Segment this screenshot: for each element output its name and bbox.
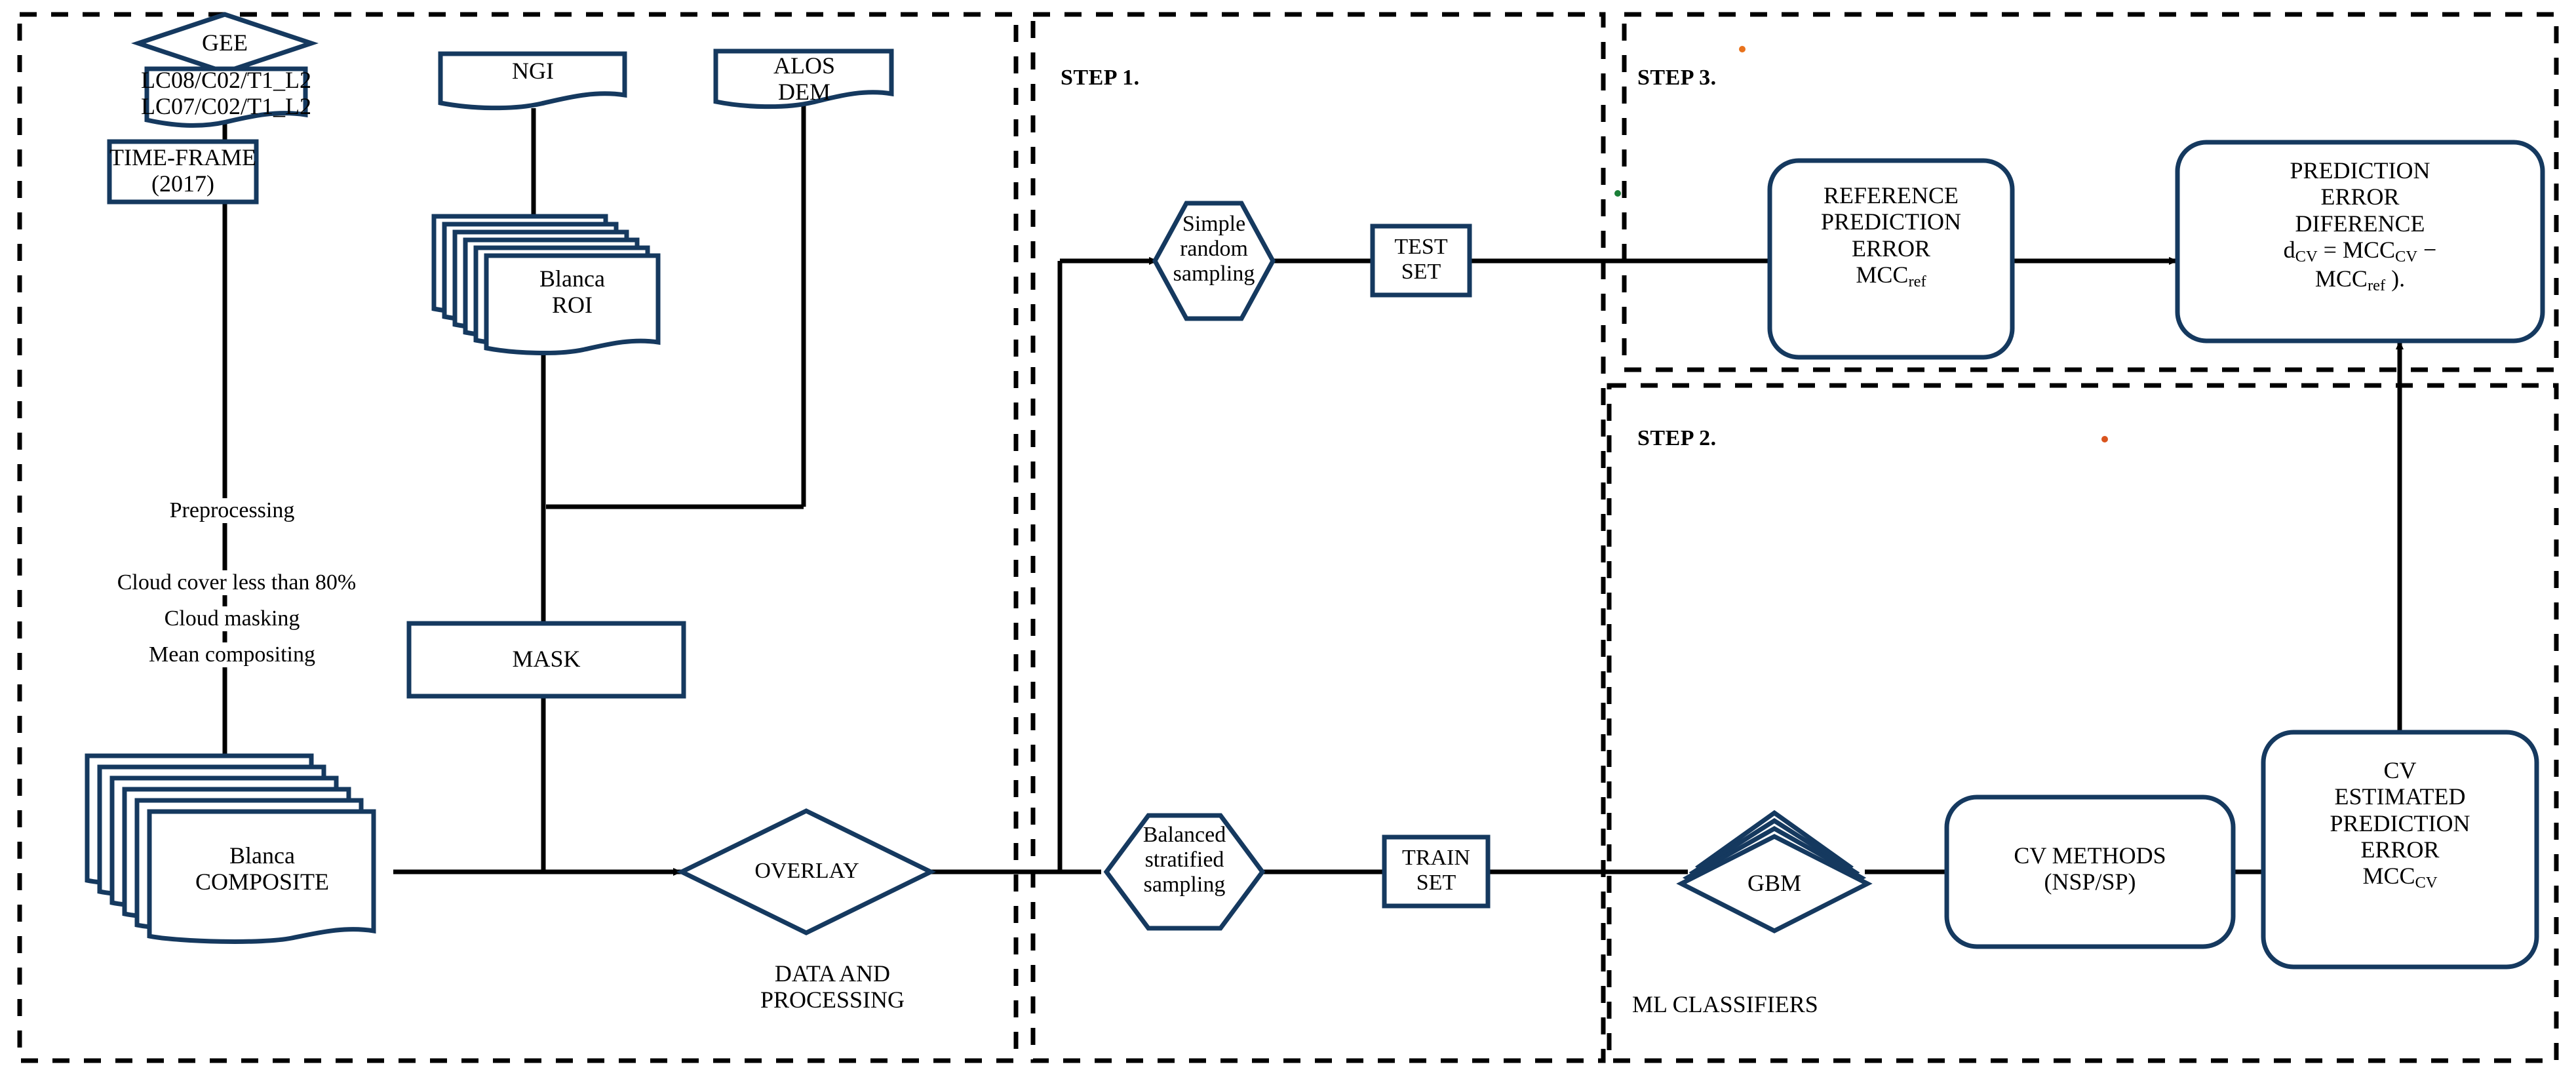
panel-step1-border — [1030, 12, 1606, 1063]
node-cvest-shape — [2261, 730, 2539, 970]
node-landsat-shape — [144, 66, 308, 128]
panel-step3-border — [1622, 12, 2559, 372]
node-trainset-shape — [1382, 834, 1491, 909]
node-difference-shape — [2175, 140, 2545, 343]
node-testset-shape — [1370, 224, 1472, 298]
artifact-dot-orange-1 — [1739, 46, 1746, 52]
node-composite-layer-1 — [147, 809, 376, 944]
artifact-dot-orange-2 — [2101, 436, 2108, 442]
node-ngi-shape — [438, 51, 627, 111]
panel-step2-border — [1607, 383, 2559, 1063]
node-alos-shape — [713, 49, 894, 109]
node-cvmethods-shape — [1944, 795, 2236, 949]
node-reference-shape — [1767, 158, 2015, 360]
node-simple-sampling-shape — [1152, 201, 1276, 321]
node-mask-shape — [406, 621, 686, 699]
node-gee-shape — [130, 12, 319, 75]
node-roi-layer-1 — [484, 253, 661, 355]
node-balanced-sampling-shape — [1103, 813, 1266, 931]
node-overlay-shape — [676, 808, 936, 935]
artifact-dot-green — [1614, 190, 1621, 197]
panel-data-processing-border — [17, 12, 1019, 1063]
artifact-dots — [1614, 46, 2108, 442]
node-gbm-layer-1 — [1676, 834, 1873, 933]
node-timeframe-shape — [107, 139, 259, 205]
